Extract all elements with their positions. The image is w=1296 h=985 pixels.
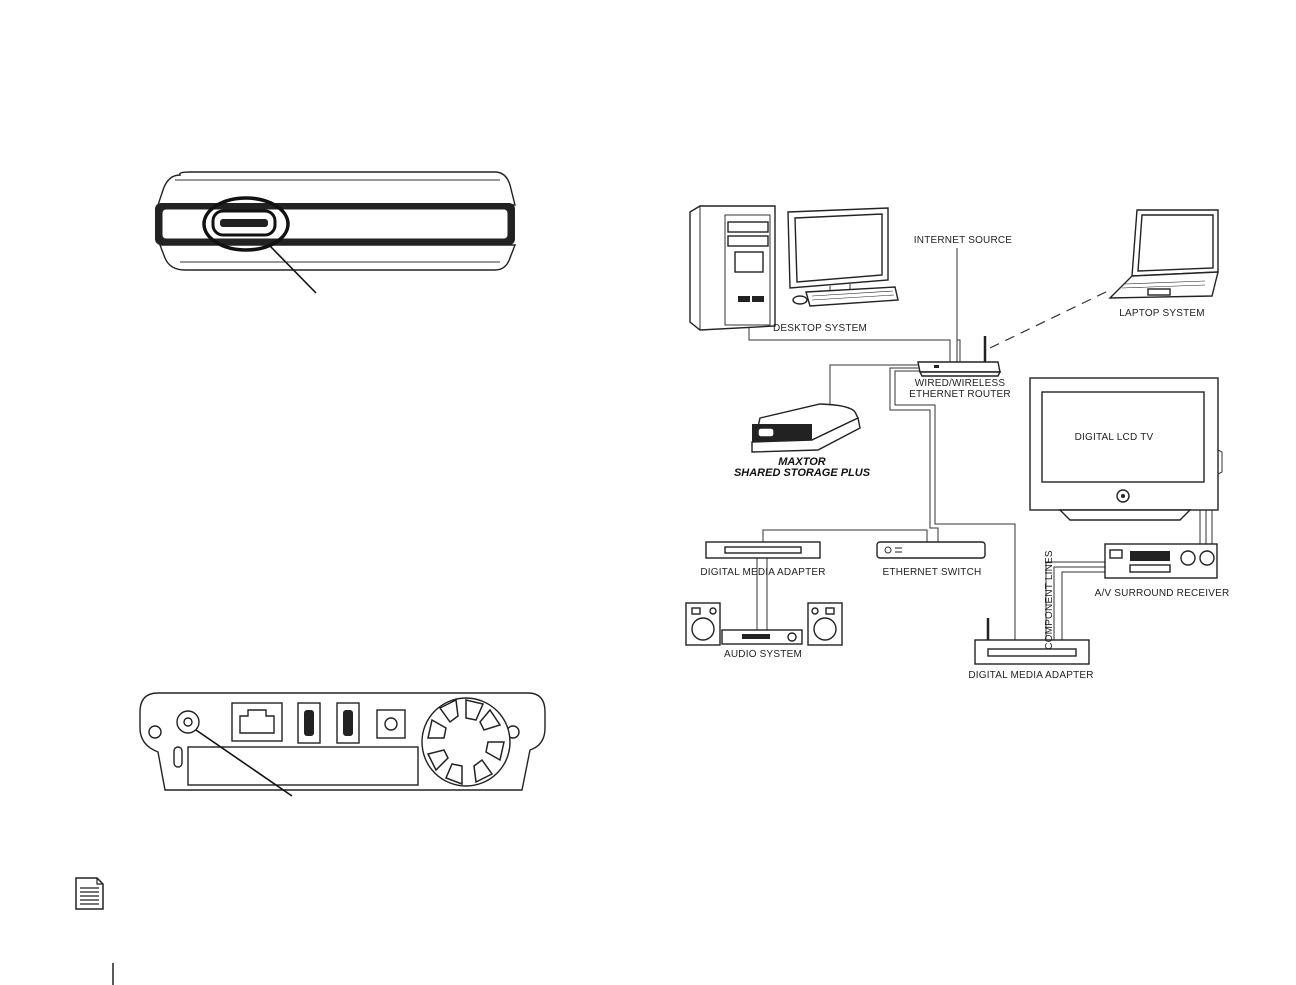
- wireless-link: [989, 289, 1111, 349]
- label-desktop-system: DESKTOP SYSTEM: [773, 323, 867, 334]
- drive-rear-illustration: [139, 692, 546, 797]
- label-storage-line2: SHARED STORAGE PLUS: [734, 467, 871, 479]
- label-internet-source: INTERNET SOURCE: [914, 235, 1013, 246]
- label-media-adapter-right: DIGITAL MEDIA ADAPTER: [968, 670, 1093, 681]
- label-router-line2: ETHERNET ROUTER: [909, 389, 1011, 400]
- drive-front-illustration: [155, 171, 517, 294]
- desktop-monitor-illustration: [787, 207, 899, 307]
- lcd-tv-illustration: [1029, 377, 1223, 521]
- router-illustration: [917, 336, 1002, 377]
- audio-system-illustration: [685, 602, 843, 646]
- laptop-illustration: [1108, 209, 1219, 299]
- storage-device-illustration: [751, 403, 861, 453]
- note-icon: [75, 877, 104, 910]
- label-digital-lcd-tv: DIGITAL LCD TV: [1075, 432, 1154, 443]
- label-router-line1: WIRED/WIRELESS: [915, 378, 1006, 389]
- media-adapter-left-illustration: [705, 541, 821, 559]
- ethernet-switch-illustration: [876, 541, 986, 559]
- label-media-adapter-left: DIGITAL MEDIA ADAPTER: [700, 567, 825, 578]
- label-ethernet-switch: ETHERNET SWITCH: [883, 567, 982, 578]
- label-audio-system: AUDIO SYSTEM: [724, 649, 802, 660]
- label-av-surround-receiver: A/V SURROUND RECEIVER: [1095, 588, 1230, 599]
- label-laptop-system: LAPTOP SYSTEM: [1119, 308, 1205, 319]
- media-adapter-right-illustration: [974, 618, 1090, 665]
- label-component-lines: COMPONENT LINES: [1044, 550, 1055, 650]
- connection-lines: [748, 248, 1213, 640]
- label-storage-line1: MAXTOR: [778, 456, 826, 468]
- desktop-tower-illustration: [689, 205, 776, 331]
- av-receiver-illustration: [1104, 543, 1218, 579]
